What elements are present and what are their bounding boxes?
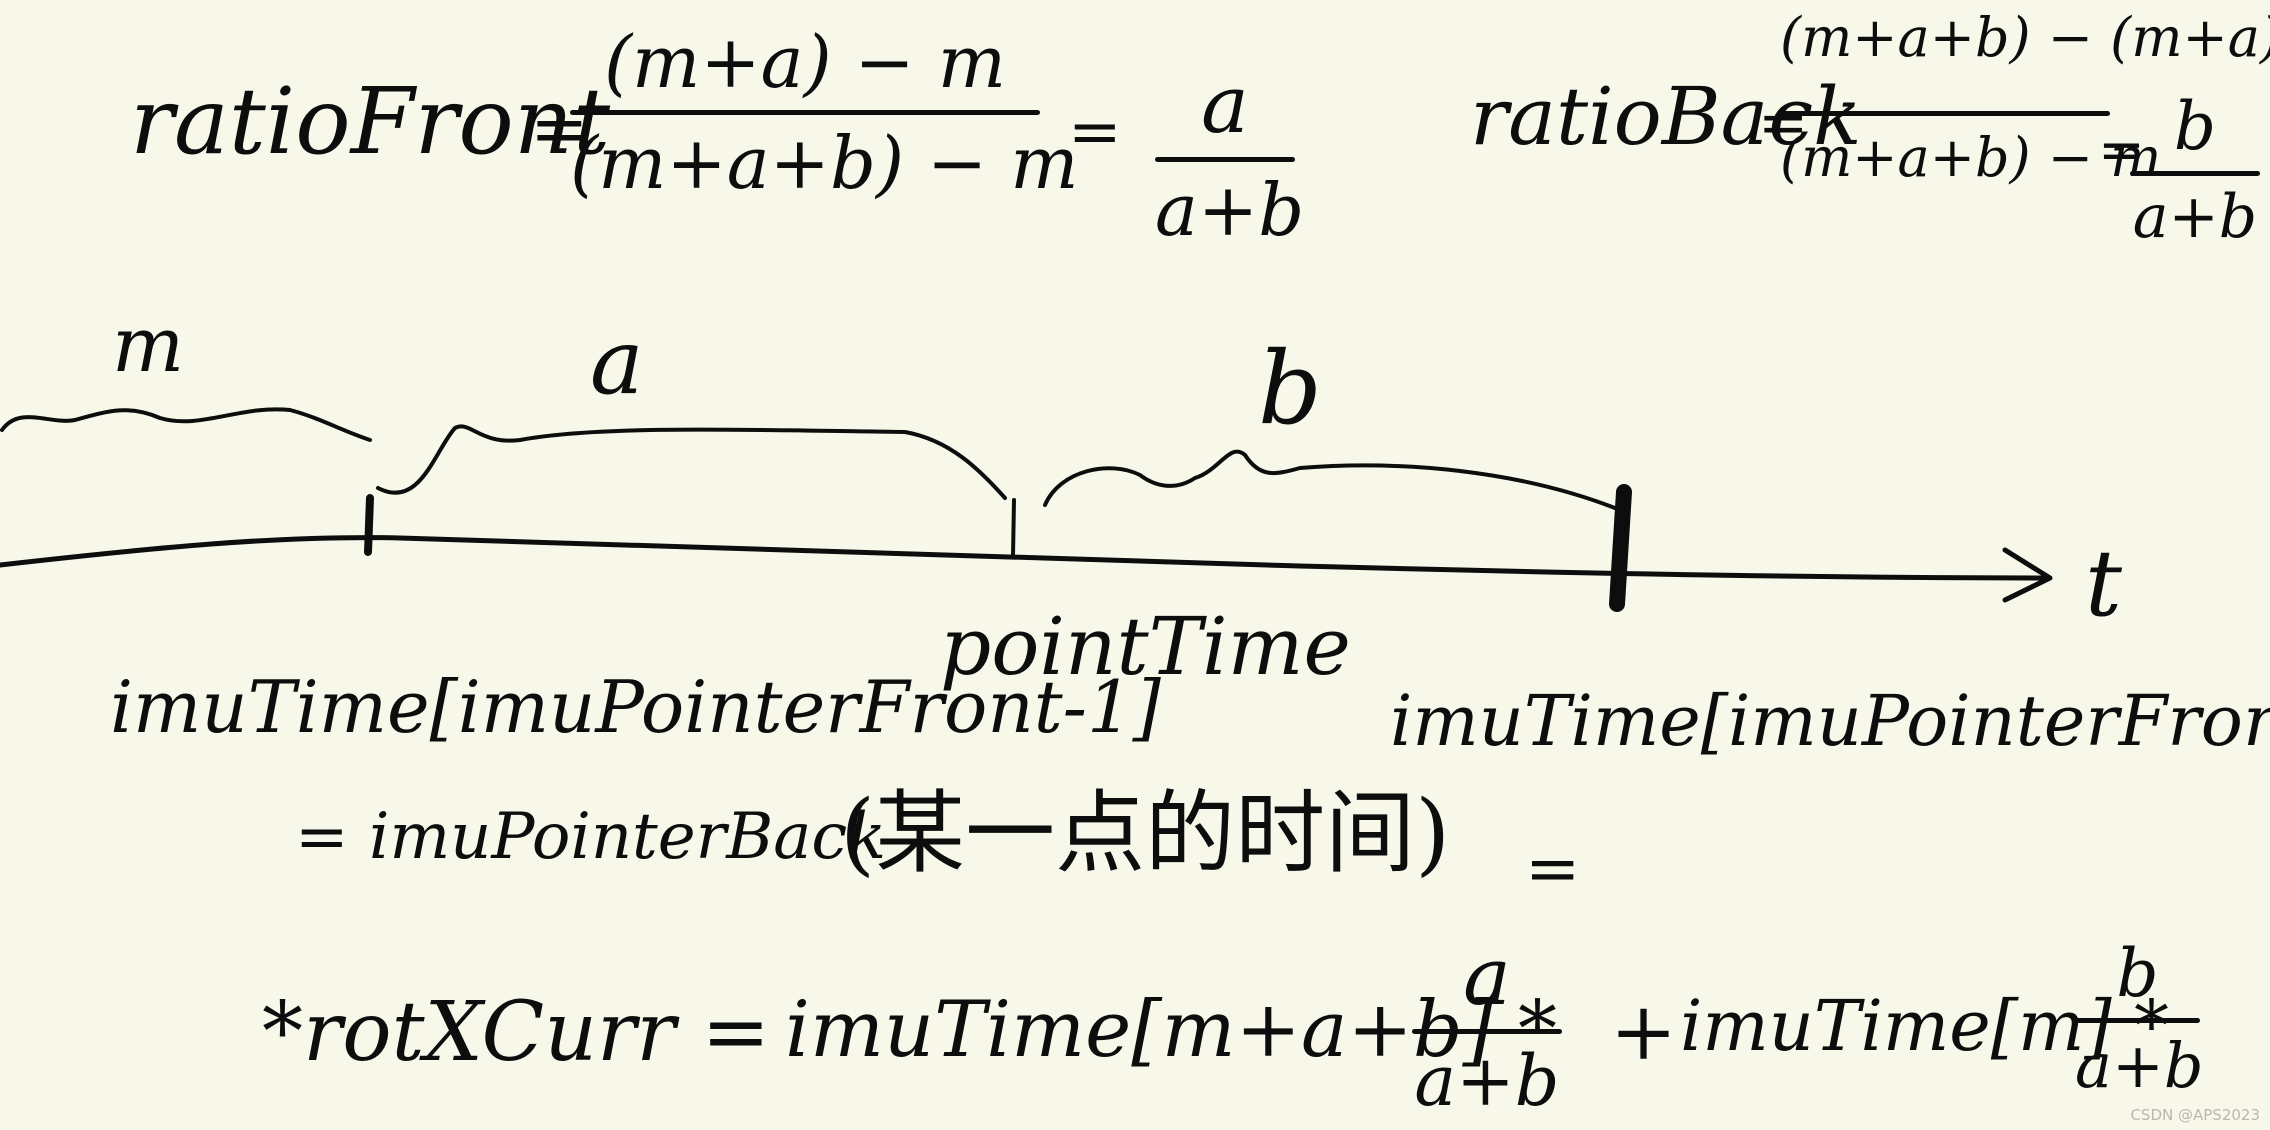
formula-frac1-num: a (1463, 930, 1511, 1023)
ratio-front-result-bar (1155, 157, 1295, 162)
ratio-front-label: ratioFront (130, 68, 611, 175)
brace-a (376, 424, 1007, 500)
watermark: CSDN @APS2023 (2130, 1106, 2260, 1124)
ratio-back-eq1: = (1758, 88, 1809, 158)
formula-frac2-bar (2075, 1018, 2200, 1023)
axis-t-label: t (2085, 530, 2122, 637)
formula-fraction-2: b a+b (2075, 935, 2204, 1102)
ratio-front-result: a a+b (1155, 58, 1305, 252)
formula-frac1-bar (1412, 1029, 1562, 1034)
time-axis (0, 535, 2048, 581)
ratio-front-eq2: = (1068, 95, 1122, 169)
axis-arrow-icon (2002, 547, 2053, 603)
brace-b (1043, 449, 1622, 512)
formula-frac2-den: a+b (2075, 1029, 2204, 1102)
ratio-front-result-num: a (1201, 58, 1249, 151)
ratio-back-denominator: (m+a+b) − m (1780, 126, 2162, 189)
right-time-label: imuTime[imuPointerFront] (1390, 680, 2270, 762)
right-time-equals: = (1525, 830, 1581, 907)
ratio-back-result-bar (2130, 171, 2260, 176)
segment-b-label: b (1258, 330, 1323, 447)
ratio-front-eq1: = (530, 88, 589, 170)
tick-point-time (1011, 498, 1016, 558)
formula-frac2-num: b (2116, 935, 2159, 1012)
ratio-back-label: ratioBack (1470, 70, 1862, 163)
ratio-back-numerator: (m+a+b) − (m+a) (1780, 6, 2270, 69)
ratio-front-bar (570, 110, 1040, 115)
point-time-label: pointTime (940, 600, 1351, 693)
left-time-label: imuTime[imuPointerFront-1] (110, 665, 1161, 749)
formula-fraction-1: a a+b (1412, 930, 1562, 1122)
tick-front (1609, 484, 1632, 612)
brace-m (0, 407, 372, 442)
ratio-back-result-den: a+b (2132, 182, 2258, 252)
ratio-front-denominator: (m+a+b) − m (570, 121, 1079, 205)
segment-a-label: a (590, 310, 644, 415)
tick-front-minus-1 (364, 494, 374, 556)
point-time-note: (某一点的时间) (840, 781, 1451, 886)
ratio-back-bar (1780, 111, 2110, 116)
formula-term2: imuTime[m] * (1680, 985, 2169, 1067)
formula-frac1-den: a+b (1414, 1040, 1560, 1122)
ratio-back-fraction: (m+a+b) − (m+a) (m+a+b) − m (1780, 6, 2270, 189)
ratio-front-result-den: a+b (1155, 168, 1305, 252)
ratio-back-result: b a+b (2130, 88, 2260, 252)
formula-lhs: *rotXCurr = (262, 985, 771, 1080)
segment-m-label: m (112, 300, 185, 389)
formula-plus: + (1610, 985, 1678, 1078)
left-time-equals: = imuPointerBack (295, 800, 887, 874)
ratio-back-result-num: b (2173, 88, 2217, 165)
ratio-front-fraction: (m+a) − m (m+a+b) − m (570, 20, 1079, 205)
ratio-front-numerator: (m+a) − m (603, 20, 1007, 104)
